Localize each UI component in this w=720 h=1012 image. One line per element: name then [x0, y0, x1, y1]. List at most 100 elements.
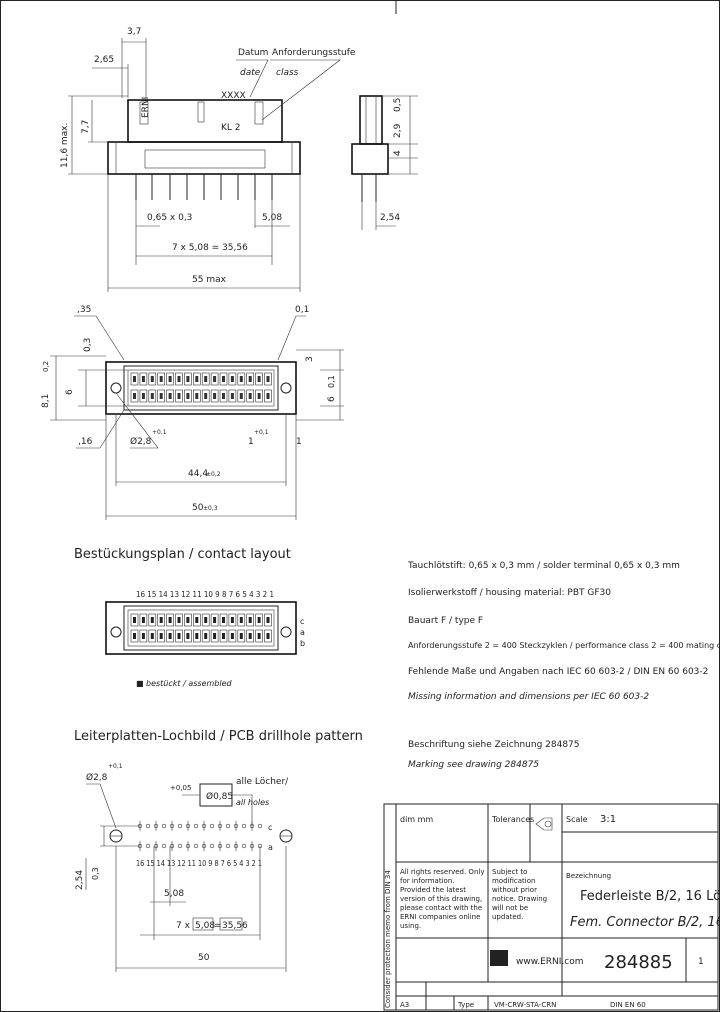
dim-3: 3	[305, 356, 315, 362]
pcb-hole	[241, 843, 247, 849]
tb-part-number: 284885	[604, 952, 673, 973]
pcb-hole	[193, 823, 199, 829]
contact-cell	[264, 372, 272, 386]
contact-pin	[159, 376, 163, 382]
layout-contact-cell	[219, 629, 228, 643]
contact-layout-heading: Bestückungsplan / contact layout	[74, 547, 291, 562]
layout-contact-mark	[257, 617, 261, 623]
layout-contact-mark	[141, 633, 145, 639]
pcb-numbers: 16 15 14 13 12 11 10 9 8 7 6 5 4 3 2 1	[136, 859, 262, 868]
contact-cell	[148, 372, 157, 386]
contact-pin	[195, 376, 199, 382]
contact-cell	[148, 389, 157, 403]
dim-2-65: 2,65	[94, 55, 114, 65]
side-upper	[359, 95, 383, 145]
pcb-hole	[161, 843, 167, 849]
tb-tolerances: Tolerances	[491, 815, 534, 824]
contact-pin	[257, 393, 261, 399]
layout-contact-mark	[159, 617, 163, 623]
layout-contact-cell	[193, 613, 201, 627]
tb-subject-box: Subject to modification without prior no…	[492, 868, 547, 921]
layout-contact-mark	[222, 633, 225, 639]
contact-cell	[166, 372, 174, 386]
contact-pin	[204, 393, 208, 399]
layout-contact-cell	[130, 629, 139, 643]
contact-cell	[228, 372, 237, 386]
top-contacts	[130, 372, 272, 403]
contact-cell	[184, 389, 192, 403]
contact-cell	[175, 389, 183, 403]
layout-contact-cell	[210, 629, 219, 643]
tb-title-de: Federleiste B/2, 16 Löt	[580, 889, 720, 904]
layout-contact-mark	[257, 633, 261, 639]
contact-pin	[248, 393, 252, 399]
layout-contact-cell	[139, 629, 148, 643]
layout-contact-cell	[255, 613, 263, 627]
tb-rights-box: All rights reserved. Only for informatio…	[400, 868, 484, 930]
note-line-5: Fehlende Maße und Angaben nach IEC 60 60…	[408, 667, 708, 677]
layout-contact-cell	[175, 613, 183, 627]
pcb-pitch-prefix: 7 x	[176, 921, 191, 931]
contact-cell	[228, 389, 237, 403]
contact-pin	[177, 376, 181, 382]
contact-cell	[157, 372, 165, 386]
contact-pin	[168, 393, 172, 399]
pcb-hole	[177, 823, 183, 829]
layout-contact-mark	[141, 617, 145, 623]
pcb-dim-50: 50	[198, 953, 210, 963]
contact-cell	[184, 372, 192, 386]
contact-cell	[193, 372, 201, 386]
dim-7-7: 7,7	[81, 120, 91, 134]
side-view: 0,5 2,9 4 2,54	[351, 95, 418, 230]
contact-cell	[246, 372, 254, 386]
contact-cell	[210, 389, 219, 403]
layout-contact-mark	[195, 633, 199, 639]
note-line-7: Beschriftung siehe Zeichnung 284875	[408, 740, 580, 750]
row-label-a: a	[300, 628, 305, 637]
layout-contact-mark	[204, 617, 208, 623]
contact-cell	[139, 389, 148, 403]
layout-contact-cell	[255, 629, 263, 643]
dim-0-1-right: 0,1	[327, 375, 336, 388]
pcb-hole	[145, 843, 151, 849]
layout-contact-mark	[204, 633, 208, 639]
contact-cell	[157, 389, 165, 403]
mounting-hole-right	[280, 382, 292, 394]
notes: Tauchlötstift: 0,65 x 0,3 mm / solder te…	[407, 561, 720, 770]
contact-pin	[239, 376, 243, 382]
layout-contact-mark	[266, 633, 270, 639]
housing-body	[144, 149, 266, 169]
layout-contact-cell	[175, 629, 183, 643]
layout-contact-cell	[237, 613, 246, 627]
contact-pin	[222, 393, 225, 399]
front-view: ERNI XXXX KL 2 Datum date Anforderungsst…	[60, 27, 356, 292]
layout-outline	[105, 601, 297, 655]
erni-logo	[490, 950, 508, 966]
contact-pin	[213, 376, 217, 382]
contact-cell	[166, 389, 174, 403]
pcb-dim-5-08: 5,08	[164, 889, 184, 899]
dim-6: 6	[65, 389, 75, 395]
pcb-row-a: a	[268, 843, 273, 852]
note-line-6: Missing information and dimensions per I…	[408, 692, 649, 702]
tb-sheet: 1	[698, 957, 704, 967]
contact-cell	[246, 389, 254, 403]
layout-contact-cell	[228, 613, 237, 627]
contact-cell	[175, 372, 183, 386]
body-ern-label: ERNI	[141, 97, 151, 118]
dim-0-1: 0,1	[295, 305, 309, 315]
tb-scale-label: Scale	[566, 815, 588, 824]
layout-contact-cell	[219, 613, 228, 627]
pcb-pitch-mid: 5,08	[195, 921, 215, 931]
layout-contact-cell	[157, 629, 165, 643]
contact-pin	[186, 376, 190, 382]
contact-pin	[150, 376, 154, 382]
layout-contact-mark	[186, 617, 190, 623]
pcb-row-c: c	[268, 823, 272, 832]
contact-pin	[213, 393, 217, 399]
dim-1: 1	[248, 437, 254, 447]
dim-5-08: 5,08	[262, 213, 282, 223]
pcb-pitch-total: 35,56	[222, 921, 248, 931]
pcb-dim-0-3: 0,3	[91, 867, 100, 880]
dim-6-right: 6	[327, 396, 337, 402]
